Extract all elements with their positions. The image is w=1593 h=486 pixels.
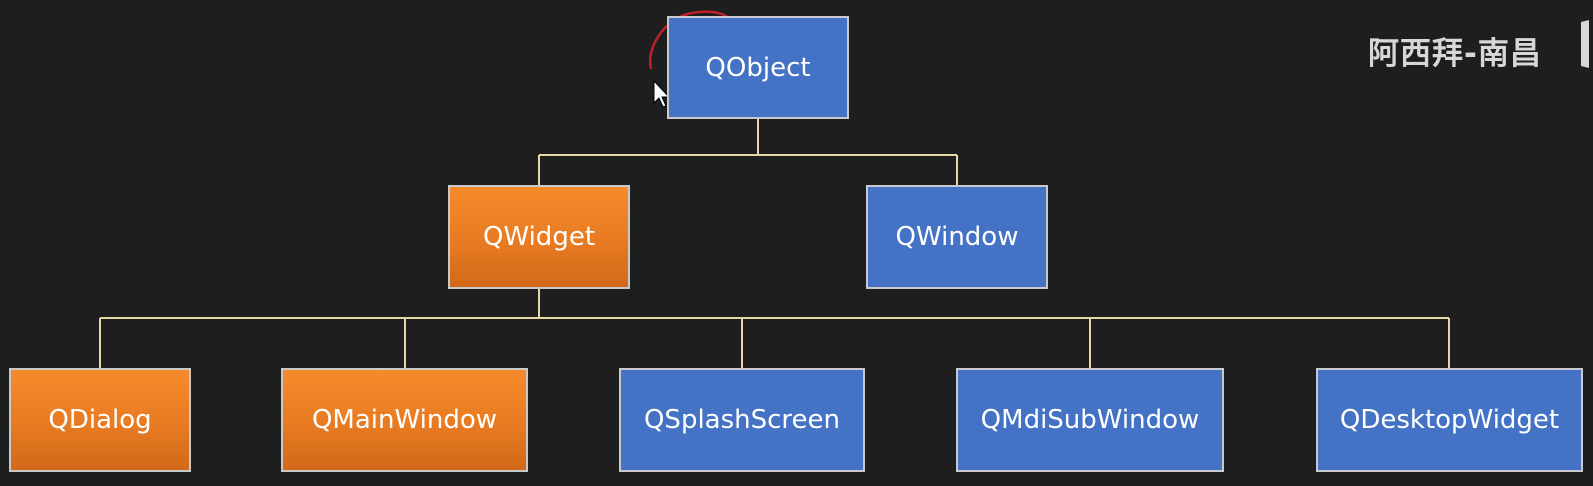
node-qobject-label: QObject [705,52,811,83]
node-qmdisubwindow-label: QMdiSubWindow [980,405,1200,435]
node-qwindow-label: QWindow [895,222,1019,252]
node-qsplashscreen-label: QSplashScreen [643,405,841,435]
watermark-logo-icon [1581,20,1589,68]
node-qdesktopwidget: QDesktopWidget [1316,368,1583,472]
node-qdesktopwidget-label: QDesktopWidget [1339,405,1560,435]
watermark-text: 阿西拜-南昌 [1368,36,1542,72]
node-qdialog: QDialog [9,368,191,472]
node-qwidget: QWidget [448,185,630,289]
node-qmdisubwindow: QMdiSubWindow [956,368,1224,472]
node-qdialog-label: QDialog [48,405,152,435]
annotation-stroke [648,10,728,70]
node-qmainwindow-label: QMainWindow [311,405,498,435]
node-qwindow: QWindow [866,185,1048,289]
node-qmainwindow: QMainWindow [281,368,528,472]
node-qwidget-label: QWidget [482,222,596,252]
node-qsplashscreen: QSplashScreen [619,368,865,472]
node-qobject: QObject [667,16,849,119]
